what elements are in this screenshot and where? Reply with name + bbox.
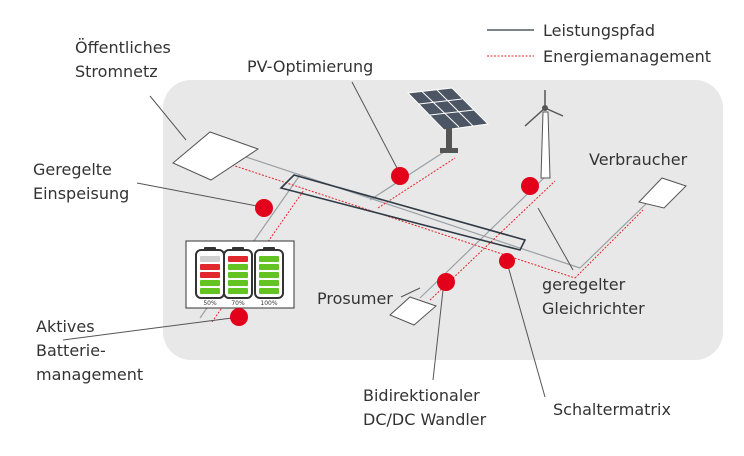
legend-power-path-label: Leistungspfad: [543, 21, 655, 40]
label-regulated-rectifier: geregelter Gleichrichter: [542, 275, 645, 318]
label-regulated-feed-in: Geregelte Einspeisung: [33, 160, 130, 203]
node-switch-matrix: [499, 253, 515, 269]
label-prosumer: Prosumer: [317, 289, 393, 308]
label-pv-optimization: PV-Optimierung: [247, 57, 374, 76]
prosumer-box: [389, 296, 437, 326]
switch-matrix-bus: [279, 174, 527, 251]
battery-panel: 50% 70% 100%: [185, 240, 295, 309]
callout-lines: [62, 81, 574, 398]
battery-70-icon: [223, 247, 253, 299]
battery-100-icon: [254, 247, 284, 299]
node-regulated-rectifier: [521, 177, 539, 195]
label-switch-matrix: Schaltermatrix: [553, 400, 671, 419]
node-battery-management: [230, 308, 248, 326]
label-bidirectional-dcdc: Bidirektionaler DC/DC Wandler: [363, 386, 487, 429]
battery-50-label: 50%: [203, 300, 217, 307]
node-pv-optimization: [391, 167, 409, 185]
label-public-grid: Öffentliches Stromnetz: [75, 38, 171, 81]
battery-70-label: 70%: [231, 300, 245, 307]
system-zone-background: [163, 80, 723, 360]
battery-100-label: 100%: [260, 300, 277, 307]
energy-nodes: [230, 167, 539, 326]
consumer-box: [638, 177, 687, 209]
label-active-battery-management: Aktives Batterie- management: [36, 317, 144, 384]
node-regulated-feed-in: [255, 199, 273, 217]
solar-panel-icon: [406, 87, 490, 153]
node-dcdc-converter: [437, 273, 455, 291]
legend-energy-management-label: Energiemanagement: [543, 47, 711, 66]
public-grid-box: [172, 131, 260, 181]
battery-50-icon: [195, 247, 225, 299]
wind-turbine-icon: [524, 90, 564, 179]
label-consumer: Verbraucher: [589, 150, 688, 169]
